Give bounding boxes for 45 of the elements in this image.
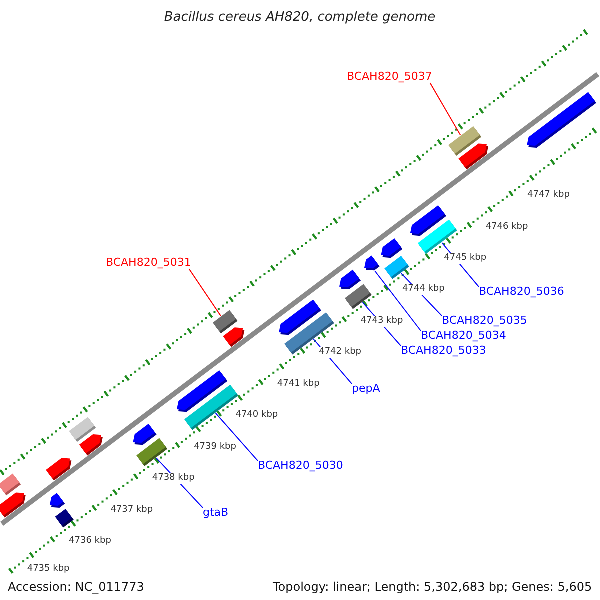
scale-label: 4742 kbp [318, 347, 362, 358]
scale-label: 4736 kbp [68, 536, 112, 547]
gene-label: gtaB [203, 506, 229, 520]
scale-label: 4744 kbp [401, 284, 446, 296]
gene-block [46, 458, 72, 481]
gene-block [177, 370, 228, 412]
gene-block [527, 92, 596, 148]
genome-info-text: Topology: linear; Length: 5,302,683 bp; Genes: 5,605 [273, 580, 592, 594]
scale-label: 4737 kbp [110, 504, 154, 516]
scale-label: 4741 kbp [276, 378, 321, 390]
gene-block [458, 144, 488, 170]
scale-label: 4740 kbp [234, 410, 280, 421]
gene-block [79, 434, 103, 456]
title: Bacillus cereus AH820, complete genome [163, 10, 437, 26]
gene-block [133, 424, 157, 446]
gene-block [410, 206, 446, 236]
scale-label: 4739 kbp [193, 442, 238, 452]
leader-line [188, 268, 222, 317]
gene-block [0, 492, 26, 518]
gene-bar [0, 474, 22, 496]
gene-bar [55, 509, 74, 528]
gene-block [364, 256, 380, 271]
gene-label: BCAH820_5036 [479, 285, 564, 298]
scale-label: 4743 kbp [360, 316, 404, 327]
scale-label: 4747 kbp [526, 190, 571, 201]
gene-block [340, 270, 361, 290]
gene-block [50, 493, 66, 508]
accession-text: Accession: NC_011773 [8, 580, 144, 594]
gene-label: BCAH820_5037 [347, 70, 432, 84]
gene-block [279, 300, 322, 336]
scale-label: 4745 kbp [443, 253, 488, 264]
gene-block [223, 328, 245, 348]
scale-label: 4735 kbp [26, 564, 71, 576]
gene-label: BCAH820_5034 [421, 329, 506, 342]
gene-bar [384, 256, 410, 280]
gene-label: BCAH820_5030 [258, 459, 344, 472]
gene-label: BCAH820_5035 [442, 314, 528, 328]
scale-label: 4746 kbp [484, 222, 530, 232]
gene-label: BCAH820_5031 [106, 256, 192, 270]
gene-label: BCAH820_5033 [401, 344, 486, 358]
scale-label: 4738 kbp [151, 473, 196, 484]
gene-block [381, 238, 403, 258]
leader-line [215, 412, 258, 462]
leader-line [374, 270, 422, 332]
gene-label: pepA [352, 382, 380, 396]
